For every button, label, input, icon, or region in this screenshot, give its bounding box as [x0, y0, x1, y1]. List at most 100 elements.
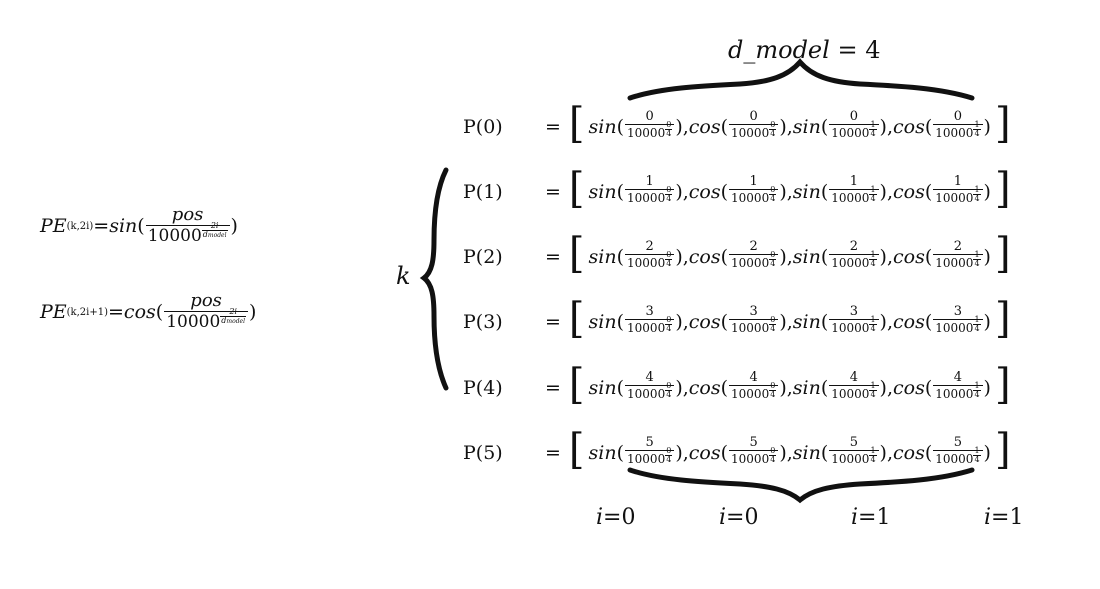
- term-numerator: 3: [953, 304, 963, 320]
- term-numerator: 1: [849, 174, 859, 190]
- term-open-paren: (: [820, 377, 829, 399]
- term-numerator: 4: [953, 370, 963, 386]
- i-var: i: [719, 505, 727, 530]
- equals-sign: =: [93, 215, 110, 238]
- term-function: sin: [588, 377, 617, 399]
- d-model-value: 4: [865, 36, 881, 64]
- pe-subscript: (k,2i): [66, 220, 94, 232]
- exponent-numerator: 2i: [210, 221, 219, 230]
- term-exponent-numerator: 1: [974, 315, 980, 325]
- term-base: 10000: [627, 256, 666, 271]
- pe-subscript: (k,2i+1): [66, 306, 108, 318]
- term-exponent-numerator: 0: [666, 381, 672, 391]
- term-function: sin: [792, 442, 821, 464]
- term-function: cos: [688, 116, 721, 138]
- cos-function: cos: [123, 301, 156, 324]
- i-eq: =: [858, 505, 877, 530]
- term-exponent-numerator: 0: [666, 120, 672, 130]
- term-function: sin: [792, 377, 821, 399]
- term-function: sin: [588, 246, 617, 268]
- term-open-paren: (: [924, 442, 933, 464]
- term-close: ),: [675, 246, 689, 268]
- term-exponent-denominator: 4: [665, 193, 673, 203]
- term-close: ),: [879, 442, 893, 464]
- term-numerator: 0: [953, 109, 963, 125]
- term-close: ),: [779, 181, 793, 203]
- term-exponent-numerator: 0: [666, 315, 672, 325]
- k-brace: [419, 167, 449, 391]
- term-base: 10000: [935, 191, 974, 206]
- term-close: ),: [879, 311, 893, 333]
- term-open-paren: (: [720, 442, 729, 464]
- row-equals: =: [545, 246, 561, 268]
- term-close: ),: [779, 442, 793, 464]
- term-exponent-denominator: 4: [973, 128, 981, 138]
- i-eq: =: [991, 505, 1010, 530]
- left-bracket: [: [568, 425, 585, 475]
- term-base: 10000: [831, 321, 870, 336]
- term-exponent-numerator: 1: [870, 446, 876, 456]
- pe-symbol: PE: [40, 301, 67, 324]
- term-base: 10000: [831, 452, 870, 467]
- term-exponent-numerator: 0: [666, 446, 672, 456]
- term-exponent-denominator: 4: [769, 258, 777, 268]
- term-close: ),: [675, 377, 689, 399]
- term-close: ),: [879, 377, 893, 399]
- i-var: i: [984, 505, 992, 530]
- term-numerator: 2: [953, 239, 963, 255]
- term-exponent-numerator: 0: [666, 250, 672, 260]
- right-bracket: ]: [994, 425, 1011, 475]
- term-numerator: 3: [645, 304, 654, 320]
- term-base: 10000: [627, 321, 666, 336]
- term-numerator: 2: [849, 239, 859, 255]
- term-close: ): [983, 116, 991, 138]
- term-close: ),: [675, 181, 689, 203]
- term-open-paren: (: [616, 311, 625, 333]
- term-exponent-denominator: 4: [973, 454, 981, 464]
- term-open-paren: (: [924, 181, 933, 203]
- term-numerator: 0: [749, 109, 758, 125]
- term-base: 10000: [831, 256, 870, 271]
- term-function: sin: [588, 442, 617, 464]
- term-close: ): [983, 246, 991, 268]
- term-exponent-numerator: 1: [870, 381, 876, 391]
- term-numerator: 1: [645, 174, 654, 190]
- term-numerator: 0: [645, 109, 654, 125]
- term-exponent-numerator: 0: [770, 446, 776, 456]
- row-equals: =: [545, 377, 561, 399]
- k-label: k: [396, 262, 411, 290]
- term-function: sin: [588, 116, 617, 138]
- term-function: sin: [588, 181, 617, 203]
- term-close: ),: [779, 311, 793, 333]
- numerator-pos: pos: [171, 204, 204, 225]
- term-exponent-denominator: 4: [665, 454, 673, 464]
- term-exponent-denominator: 4: [869, 258, 877, 268]
- term-exponent-denominator: 4: [973, 323, 981, 333]
- term-numerator: 2: [645, 239, 654, 255]
- term-exponent-numerator: 0: [770, 250, 776, 260]
- left-bracket: [: [568, 164, 585, 214]
- term-exponent-denominator: 4: [665, 323, 673, 333]
- term-open-paren: (: [720, 246, 729, 268]
- term-exponent-denominator: 4: [869, 193, 877, 203]
- i-eq: =: [726, 505, 745, 530]
